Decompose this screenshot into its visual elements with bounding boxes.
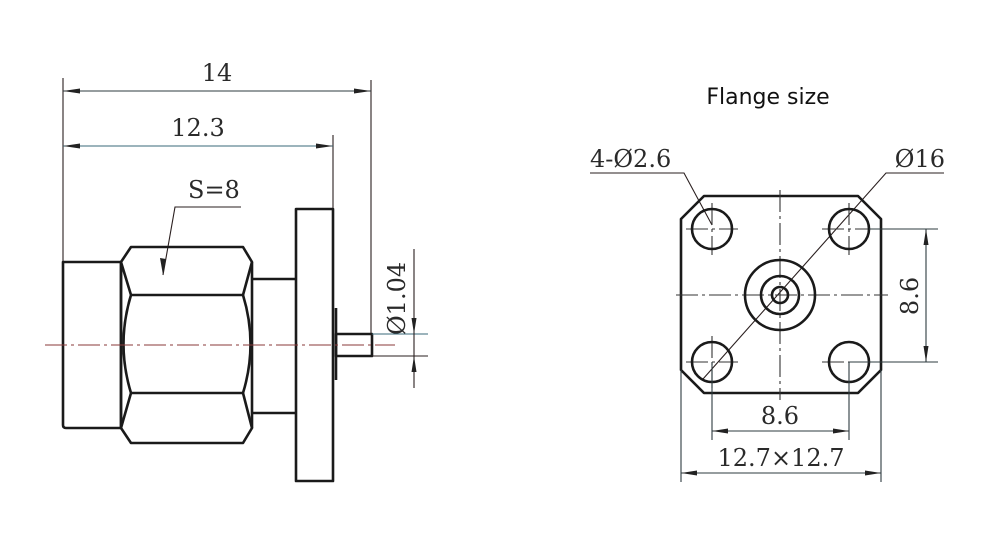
arrowhead	[865, 470, 881, 476]
bolt-circle-leader	[702, 172, 944, 380]
dimension-label-length-to-flange: 12.3	[171, 114, 224, 142]
arrowhead	[316, 143, 333, 149]
hex-size-label: S=8	[188, 176, 240, 204]
flange-view: Flange size 4-Ø2.6 Ø16 8.6	[590, 85, 945, 482]
hex-chamfers	[119, 261, 254, 429]
hex-size-leader	[162, 206, 241, 276]
flange-square	[679, 194, 883, 395]
arrowhead	[354, 88, 371, 94]
mounting-hole-top-left	[690, 207, 734, 251]
dimension-label-overall-length: 14	[202, 59, 233, 87]
side-view: 14 12.3 S=8 Ø1.04	[45, 59, 428, 483]
flange-size-label: 12.7×12.7	[718, 444, 845, 472]
bolt-circle-label: Ø16	[895, 145, 945, 173]
connector-outer-ring	[743, 258, 817, 332]
arrowhead	[712, 428, 728, 434]
arrowhead	[681, 470, 697, 476]
pin-diameter-label: Ø1.04	[383, 262, 411, 335]
connector-dielectric	[759, 274, 801, 316]
hole-callout-label: 4-Ø2.6	[590, 145, 671, 173]
arrowhead	[63, 143, 80, 149]
hex-arcs	[122, 294, 252, 394]
arrowhead	[411, 356, 417, 372]
horizontal-spacing-label: 8.6	[761, 402, 799, 430]
arrowhead	[160, 258, 166, 275]
arrowhead	[923, 229, 929, 245]
flange-size-title: Flange size	[706, 85, 829, 110]
rear-body	[61, 260, 123, 430]
arrowhead	[63, 88, 80, 94]
neck	[252, 277, 296, 415]
arrowhead	[833, 428, 849, 434]
hole-callout-leader	[590, 172, 713, 226]
vertical-spacing-label: 8.6	[896, 277, 924, 315]
connector-pin	[770, 285, 790, 305]
arrowhead	[411, 318, 417, 334]
arrowhead	[923, 346, 929, 362]
